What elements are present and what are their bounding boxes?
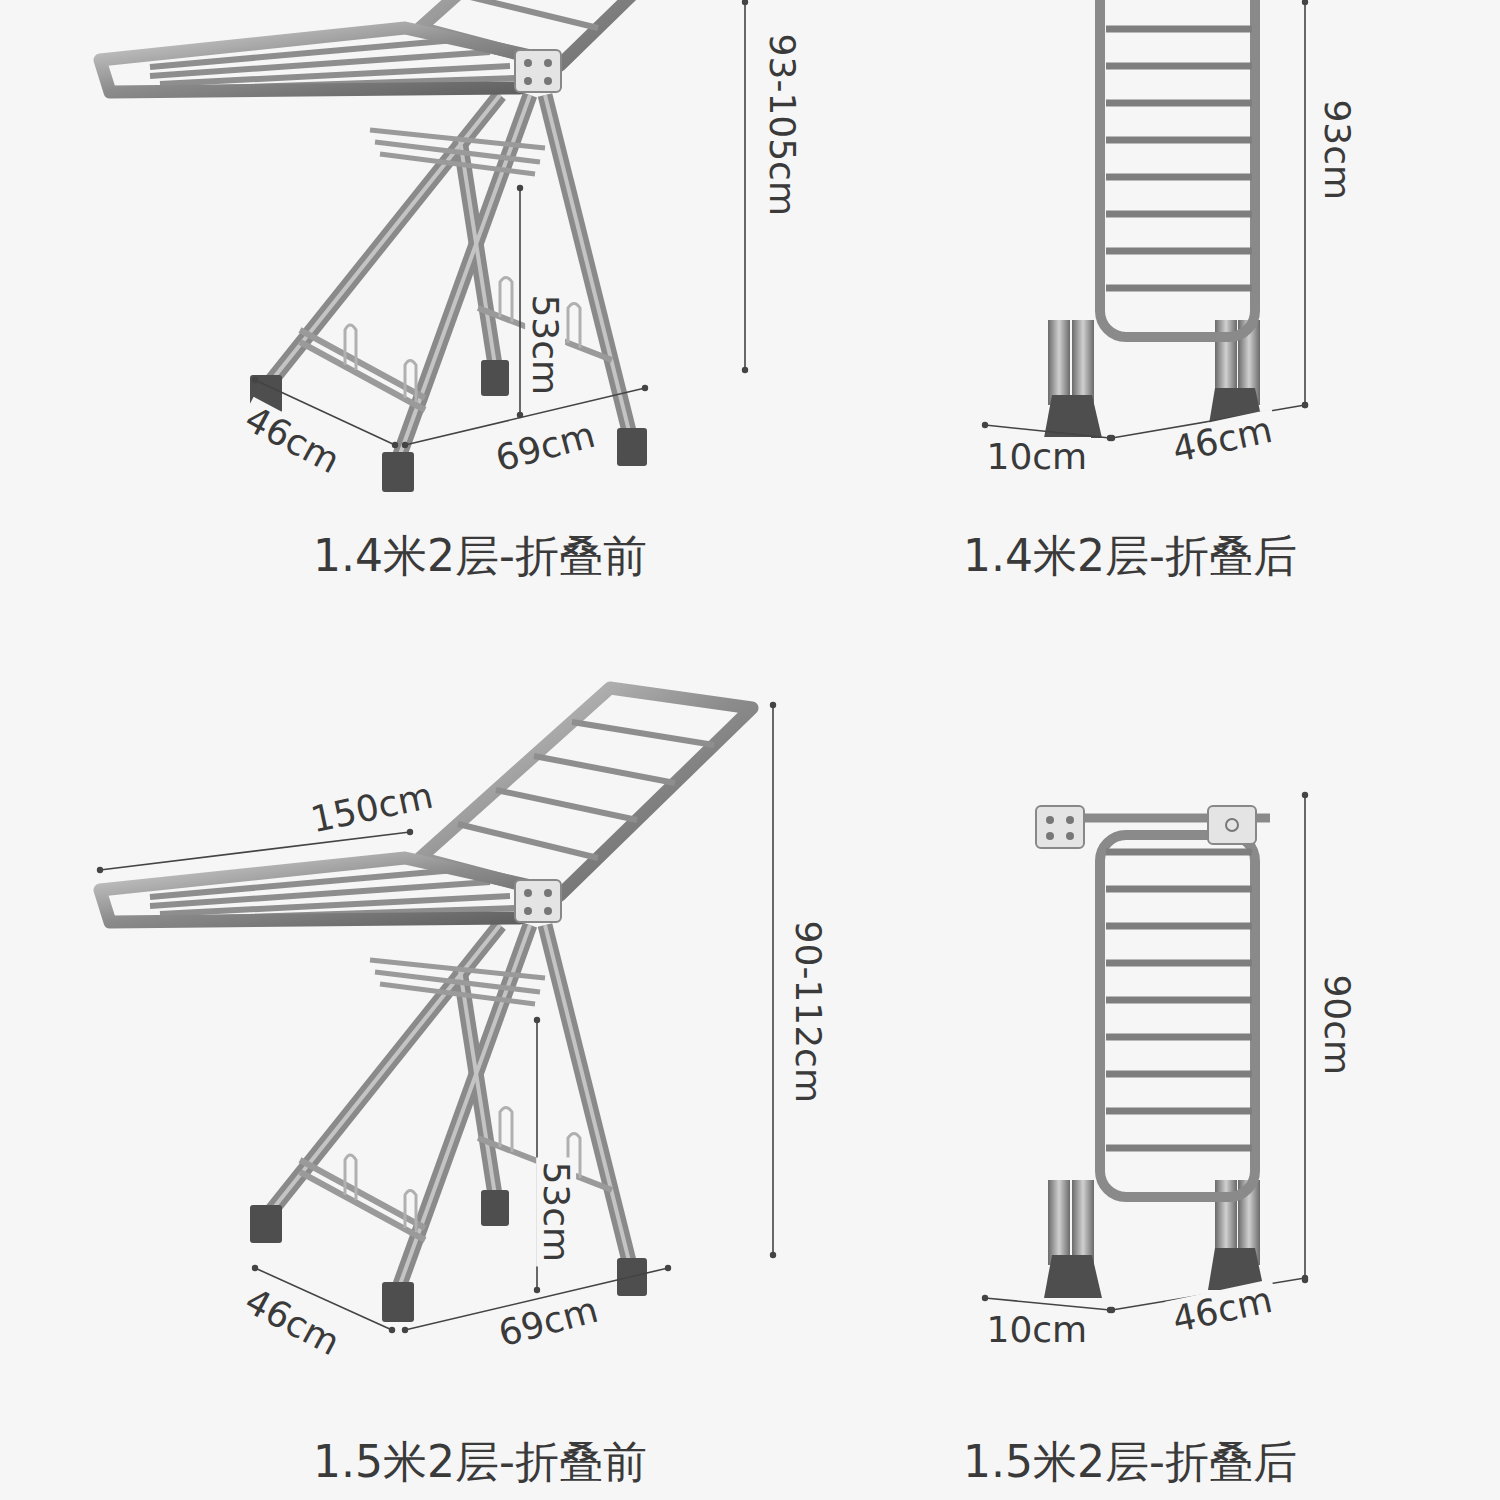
dimension-label: 46cm	[1165, 1279, 1280, 1340]
caption-label: 1.5米2层-折叠后	[959, 1438, 1301, 1486]
caption-label: 1.4米2层-折叠后	[959, 532, 1301, 580]
dimension-label: 93cm	[1317, 95, 1357, 204]
dimension-label: 69cm	[490, 1289, 605, 1355]
dimension-label: 69cm	[487, 414, 602, 480]
dimension-label: 53cm	[525, 290, 565, 399]
caption-label: 1.4米2层-折叠前	[309, 532, 651, 580]
caption-label: 1.5米2层-折叠前	[309, 1438, 651, 1486]
dimension-label: 46cm	[235, 1279, 350, 1365]
dimension-label: 10cm	[983, 437, 1092, 477]
dimension-label: 46cm	[235, 397, 350, 483]
dimension-label: 46cm	[1165, 409, 1280, 470]
dimension-label: 150cm	[303, 775, 440, 841]
dimension-label: 53cm	[536, 1157, 576, 1266]
dimension-label: 90-112cm	[788, 917, 828, 1107]
dimension-label: 10cm	[983, 1310, 1092, 1350]
dimension-label: 90cm	[1317, 970, 1357, 1079]
dimension-label: 93-105cm	[762, 30, 802, 220]
